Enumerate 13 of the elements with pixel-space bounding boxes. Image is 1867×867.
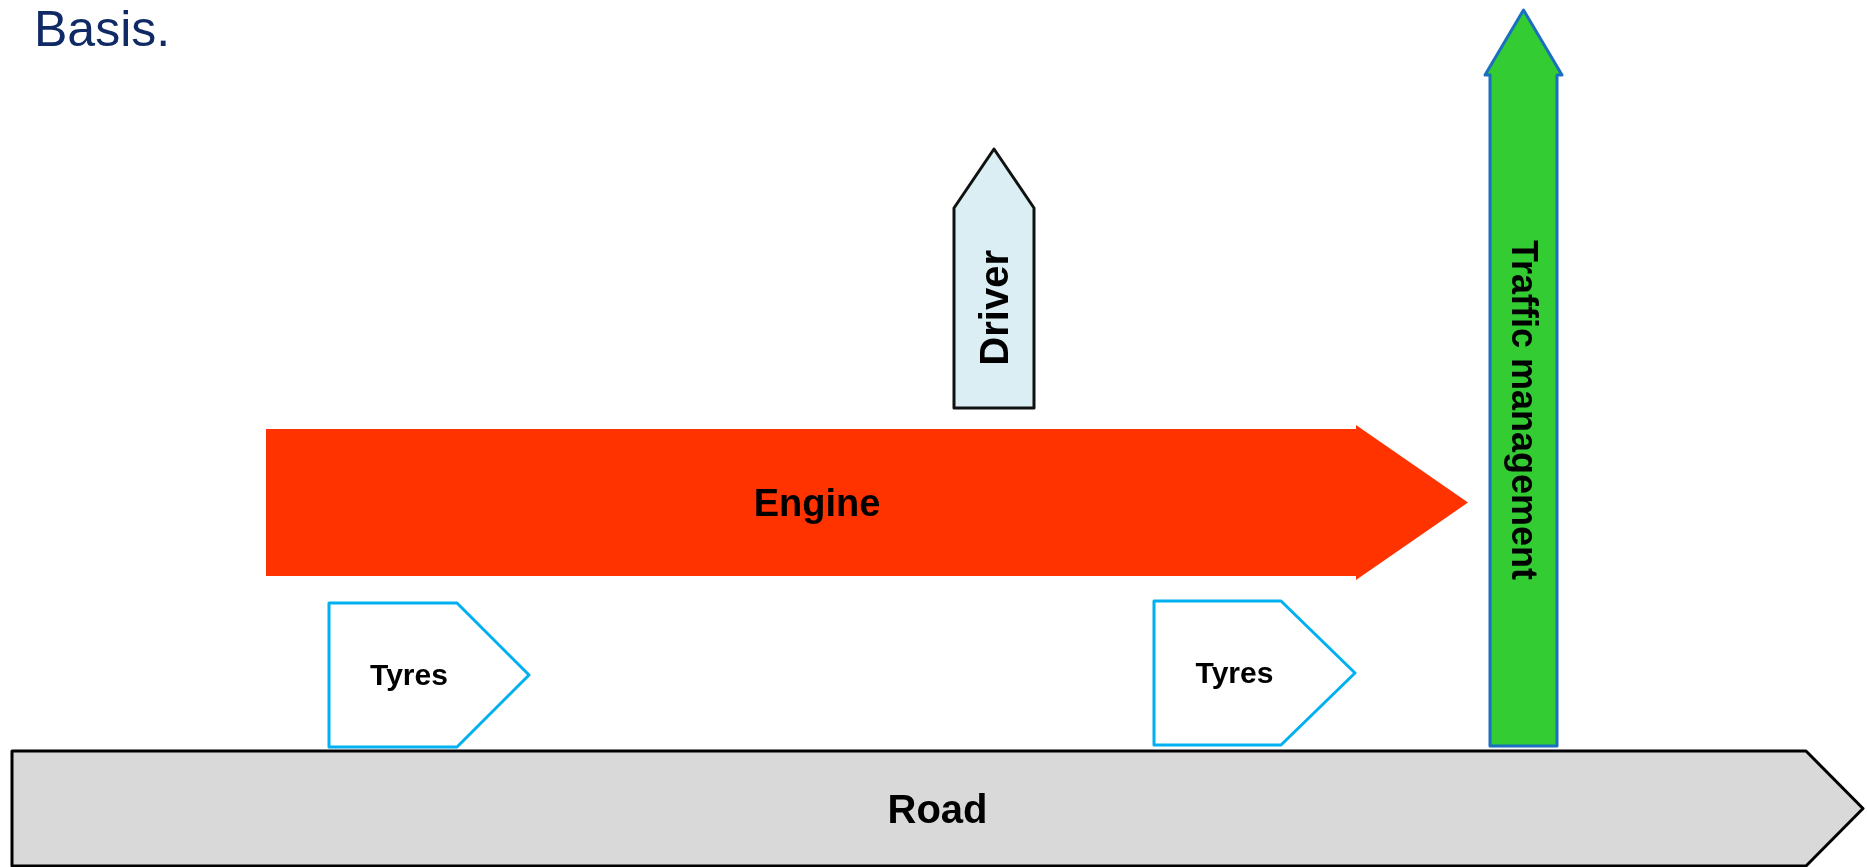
block-arrow: [12, 751, 1863, 866]
shape-label: Driver: [974, 250, 1014, 366]
pentagon-shape: [1154, 601, 1355, 745]
shape-label: Tyres: [370, 660, 448, 690]
pentagon-shape: [329, 603, 529, 747]
pentagon-shape: [954, 149, 1034, 408]
shape-label: Road: [887, 788, 988, 829]
shape-label: Traffic management: [1505, 240, 1542, 581]
title: Basis.: [34, 2, 171, 57]
block-arrow: [266, 425, 1468, 580]
shape-label: Tyres: [1195, 658, 1274, 688]
shape-label: Engine: [753, 483, 881, 522]
block-arrow: [1485, 10, 1562, 746]
